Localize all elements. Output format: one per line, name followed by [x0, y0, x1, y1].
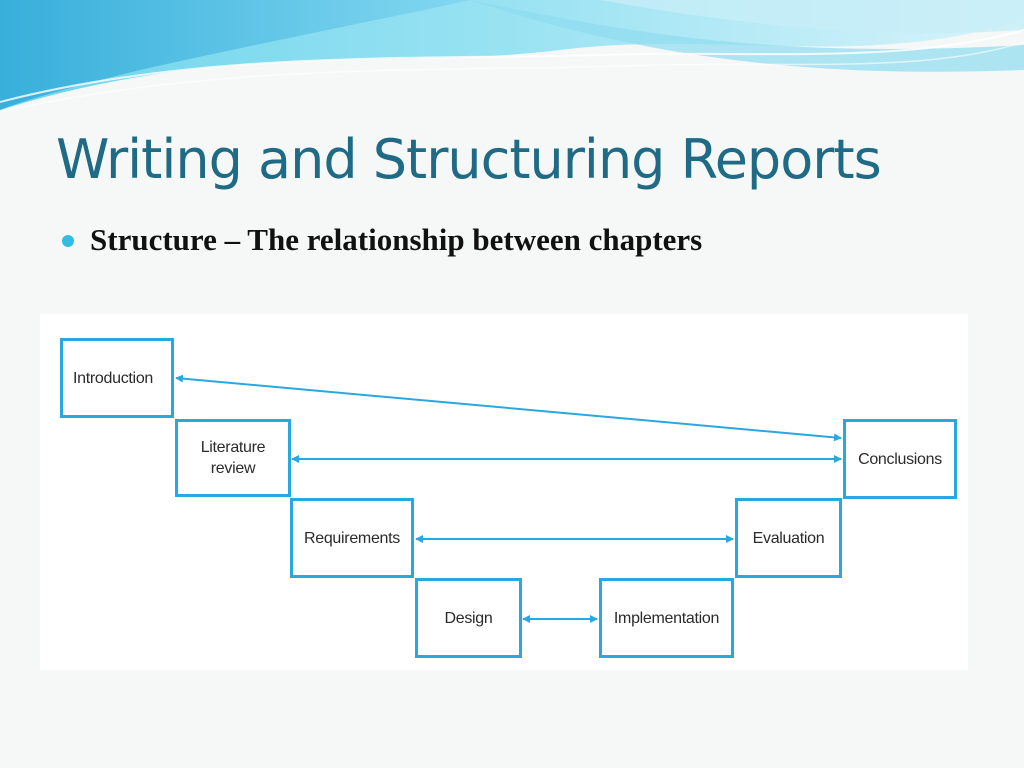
arrow-introduction-conclusions — [175, 374, 842, 442]
report-structure-diagram: Introduction Literature review Requireme… — [40, 314, 968, 670]
box-introduction: Introduction — [60, 338, 174, 418]
bullet-dot-icon — [62, 235, 74, 247]
diagram-connectors — [175, 374, 842, 623]
box-implementation: Implementation — [599, 578, 734, 658]
header-wave-decoration — [0, 0, 1024, 113]
bullet-text: Structure – The relationship between cha… — [90, 222, 703, 257]
box-literature-review: Literature review — [175, 419, 291, 497]
box-conclusions: Conclusions — [843, 419, 957, 499]
slide-title: Writing and Structuring Reports — [56, 128, 882, 191]
box-requirements: Requirements — [290, 498, 414, 578]
bullet-item: Structure – The relationship between cha… — [62, 222, 702, 258]
box-design: Design — [415, 578, 522, 658]
box-evaluation: Evaluation — [735, 498, 842, 578]
